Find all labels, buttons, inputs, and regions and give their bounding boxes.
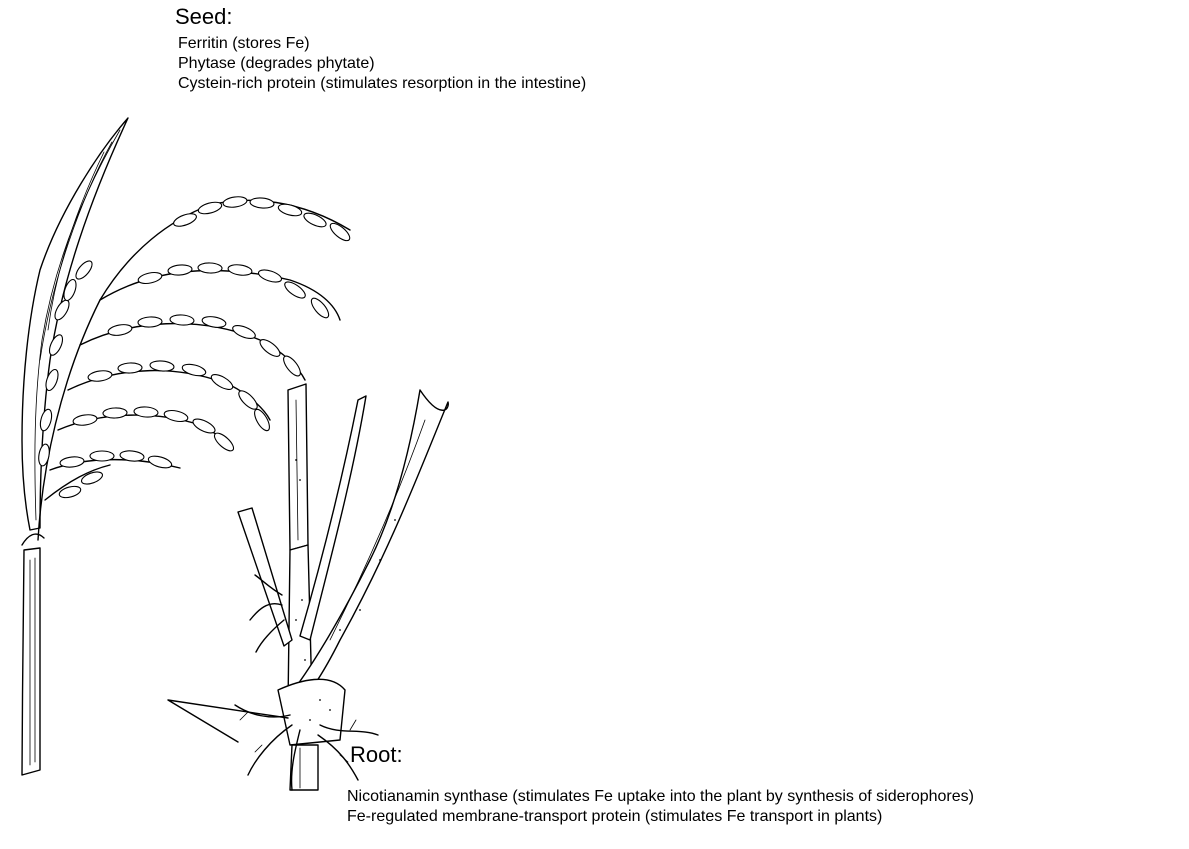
root-item-nicotianamin: Nicotianamin synthase (stimulates Fe upt… (347, 787, 974, 807)
root-item-fe-transport: Fe-regulated membrane-transport protein … (347, 807, 974, 827)
root-heading: Root: (350, 742, 403, 768)
root-list: Nicotianamin synthase (stimulates Fe upt… (347, 787, 974, 827)
left-stem (22, 534, 44, 775)
flag-leaf (22, 118, 128, 530)
root-pointer-line (168, 700, 288, 742)
